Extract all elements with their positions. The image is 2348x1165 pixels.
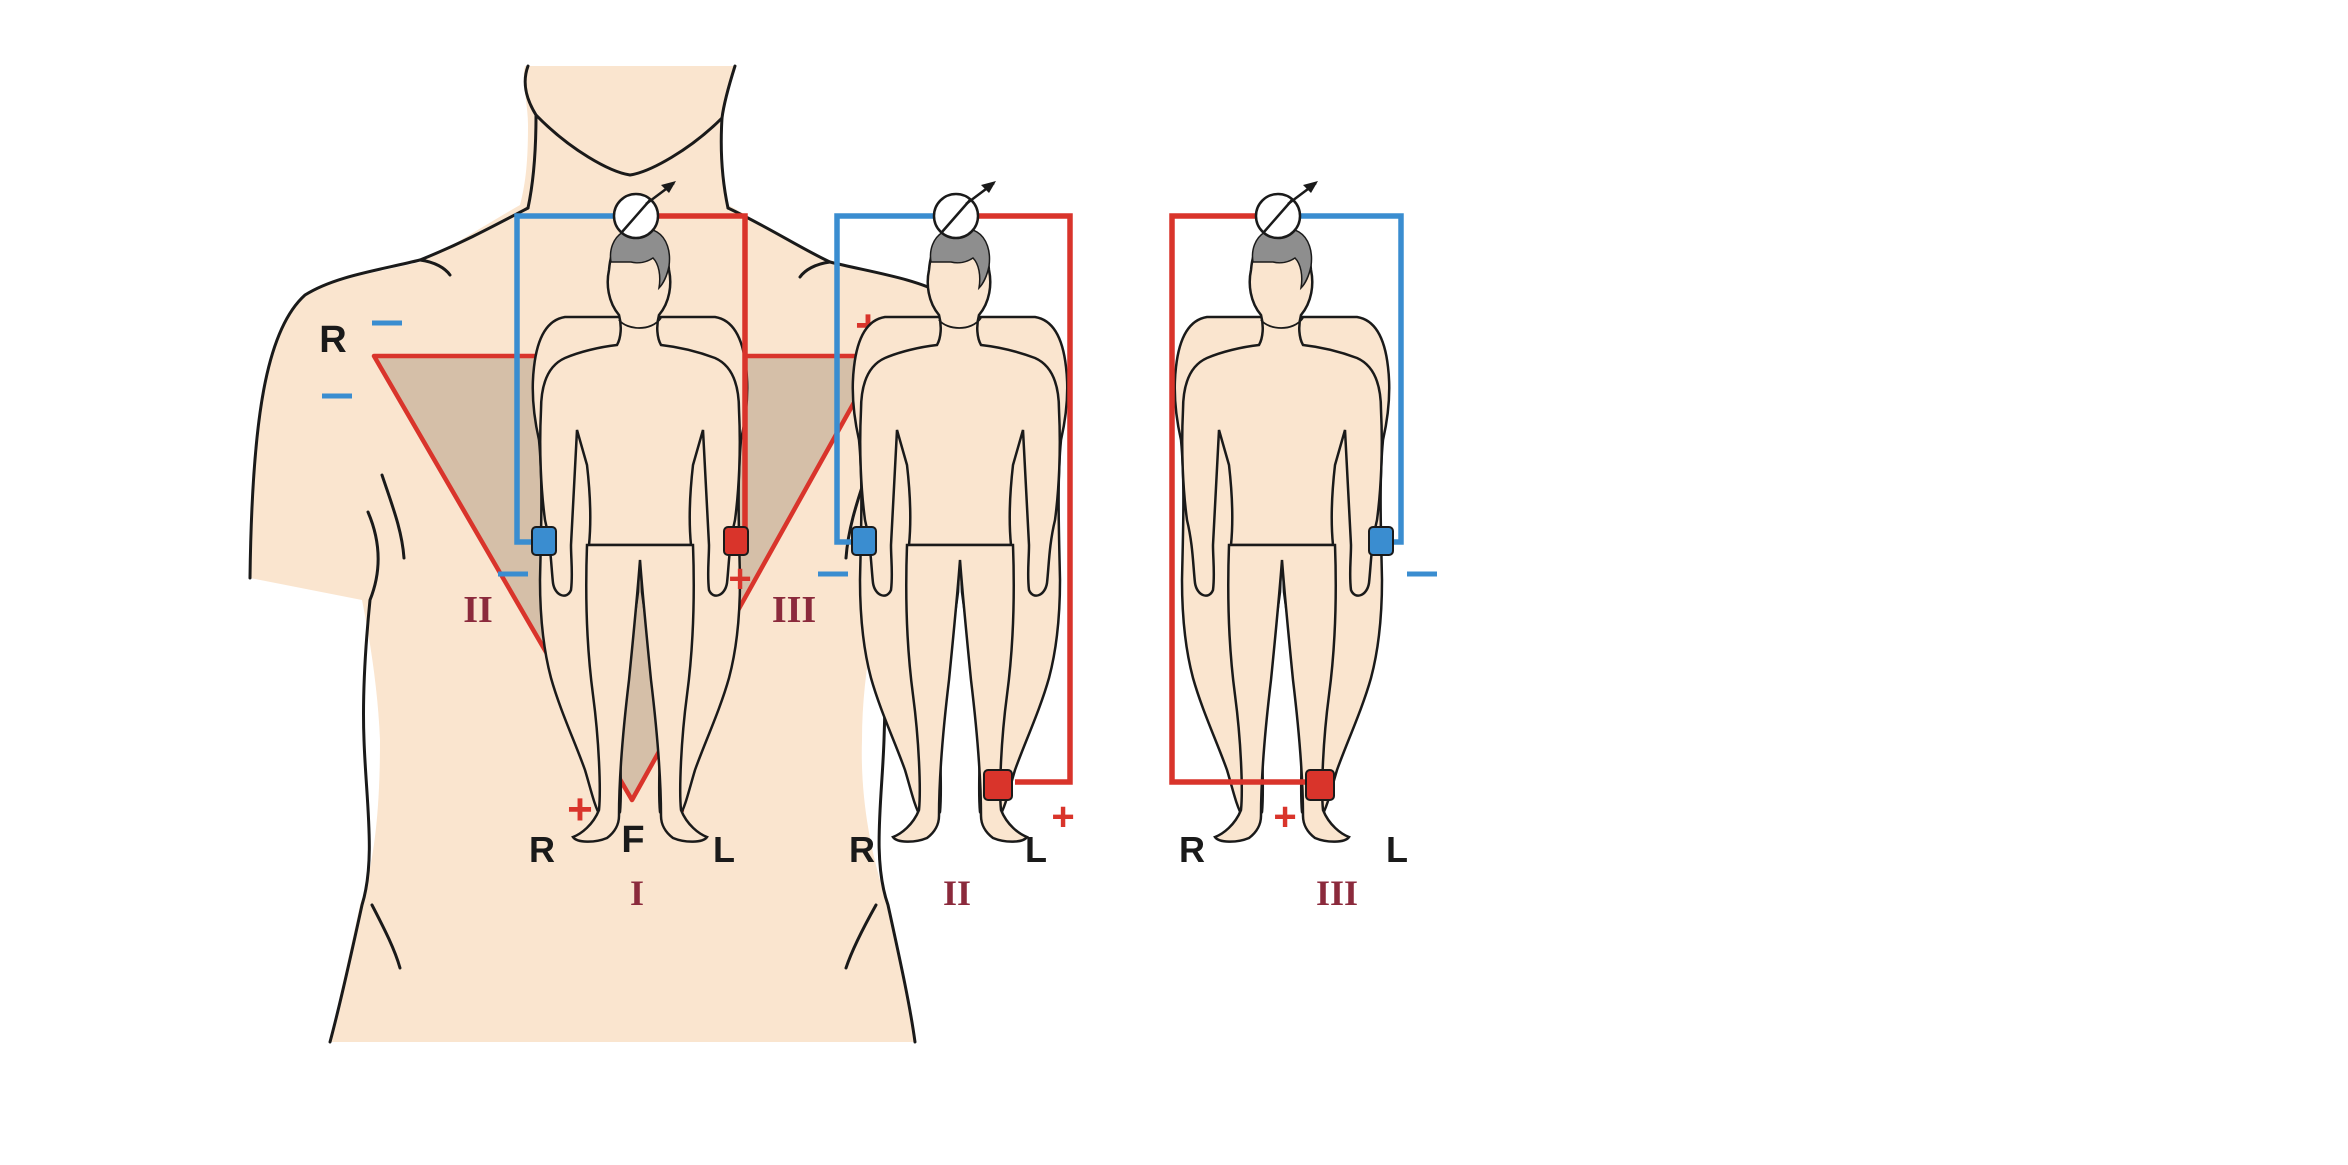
clavicle-left <box>798 260 832 279</box>
positive-wire <box>1169 213 1309 785</box>
left-label: L <box>1025 829 1047 870</box>
clavicle-right <box>418 258 452 277</box>
right-wrist-electrode <box>531 526 557 556</box>
waist-crease-right <box>370 903 402 970</box>
lead-label-II: II <box>463 589 493 631</box>
right-wrist-electrode <box>851 526 877 556</box>
left-label: L <box>1386 829 1408 870</box>
galvanometer-icon <box>1254 179 1320 240</box>
lead-name: II <box>943 873 971 913</box>
lead-III-diagram: + R L III <box>1169 179 1437 913</box>
left-ankle-electrode <box>983 769 1013 801</box>
human-figure <box>1173 225 1391 843</box>
electrode-label-right-arm: R <box>319 319 346 361</box>
lead-I-diagram: + R L I <box>498 179 752 913</box>
left-label: L <box>713 829 735 870</box>
waist-crease-left <box>844 903 878 970</box>
lead-name: I <box>630 873 644 913</box>
right-label: R <box>1179 829 1205 870</box>
right-label: R <box>849 829 875 870</box>
plus-sign: + <box>1051 795 1074 839</box>
right-torso-outline <box>328 510 380 1044</box>
left-wrist-electrode <box>723 526 749 556</box>
right-arm-crease <box>380 473 406 560</box>
limb-lead-panel: + R L I + R L II + <box>498 179 1437 913</box>
lead-label-III: III <box>772 589 816 631</box>
galvanometer-icon <box>932 179 998 240</box>
left-ankle-electrode <box>1305 769 1335 801</box>
lead-II-diagram: + R L II <box>818 179 1075 913</box>
left-wrist-electrode <box>1368 526 1394 556</box>
electrode-label-foot: F <box>621 819 644 861</box>
right-label: R <box>529 829 555 870</box>
jaw-outline <box>534 113 724 177</box>
negative-wire <box>514 213 613 545</box>
lead-name: III <box>1316 873 1358 913</box>
plus-sign: + <box>1273 795 1296 839</box>
left-shoulder-outline <box>248 206 530 580</box>
positive-wire <box>979 213 1073 785</box>
negative-wire <box>834 213 933 545</box>
plus-sign: + <box>728 557 751 601</box>
